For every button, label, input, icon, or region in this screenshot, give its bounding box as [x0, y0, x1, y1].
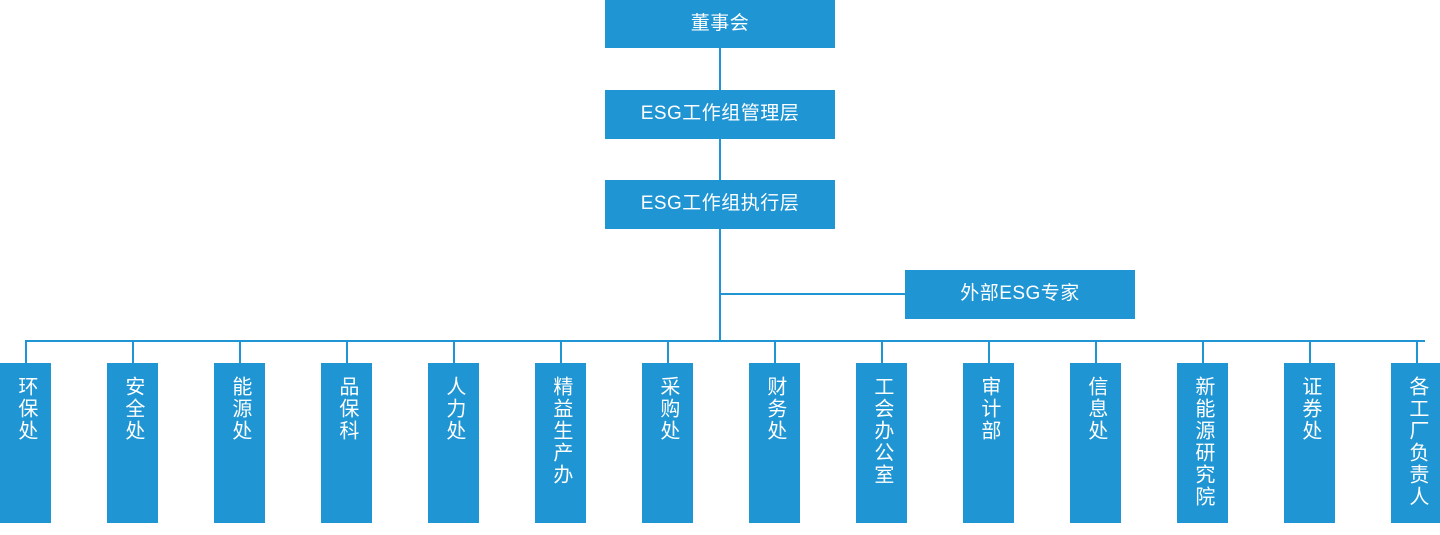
node-lean-production-label: 精益生产办 — [549, 376, 572, 486]
node-information[interactable]: 信息处 — [1070, 363, 1121, 523]
node-quality-assurance[interactable]: 品保科 — [321, 363, 372, 523]
node-new-energy-institute-label: 新能源研究院 — [1191, 376, 1214, 508]
connector-stub-human-resources — [453, 340, 455, 363]
connector-stub-information — [1095, 340, 1097, 363]
node-new-energy-institute[interactable]: 新能源研究院 — [1177, 363, 1228, 523]
node-securities[interactable]: 证券处 — [1284, 363, 1335, 523]
connector-stub-audit — [988, 340, 990, 363]
node-esg-management[interactable]: ESG工作组管理层 — [605, 90, 835, 139]
connector-stub-safety — [132, 340, 134, 363]
connector-management-to-execution — [719, 139, 721, 180]
node-procurement-label: 采购处 — [656, 376, 679, 442]
node-factory-heads-label: 各工厂负责人 — [1405, 376, 1428, 508]
node-energy-label: 能源处 — [228, 376, 251, 442]
node-finance-label: 财务处 — [763, 376, 786, 442]
node-esg-execution-label: ESG工作组执行层 — [640, 193, 800, 215]
node-env-protection-label: 环保处 — [14, 376, 37, 442]
node-union-office-label: 工会办公室 — [870, 376, 893, 486]
connector-stub-finance — [774, 340, 776, 363]
connector-stub-lean-production — [560, 340, 562, 363]
node-union-office[interactable]: 工会办公室 — [856, 363, 907, 523]
connector-stub-energy — [239, 340, 241, 363]
connector-stub-union-office — [881, 340, 883, 363]
node-board[interactable]: 董事会 — [605, 0, 835, 48]
connector-board-to-management — [719, 48, 721, 90]
node-audit[interactable]: 审计部 — [963, 363, 1014, 523]
connector-trunk-main — [719, 229, 721, 341]
node-env-protection[interactable]: 环保处 — [0, 363, 51, 523]
node-lean-production[interactable]: 精益生产办 — [535, 363, 586, 523]
node-safety-label: 安全处 — [121, 376, 144, 442]
node-external-esg-expert-label: 外部ESG专家 — [960, 283, 1080, 305]
node-audit-label: 审计部 — [977, 376, 1000, 442]
node-board-label: 董事会 — [690, 12, 750, 34]
connector-stub-procurement — [667, 340, 669, 363]
node-energy[interactable]: 能源处 — [214, 363, 265, 523]
connector-stub-factory-heads — [1416, 340, 1418, 363]
node-finance[interactable]: 财务处 — [749, 363, 800, 523]
node-information-label: 信息处 — [1084, 376, 1107, 442]
connector-stub-quality-assurance — [346, 340, 348, 363]
connector-trunk-to-advisor — [719, 293, 906, 295]
node-securities-label: 证券处 — [1298, 376, 1321, 442]
node-factory-heads[interactable]: 各工厂负责人 — [1391, 363, 1440, 523]
node-human-resources-label: 人力处 — [442, 376, 465, 442]
node-safety[interactable]: 安全处 — [107, 363, 158, 523]
node-esg-management-label: ESG工作组管理层 — [640, 103, 800, 125]
connector-stub-securities — [1309, 340, 1311, 363]
node-human-resources[interactable]: 人力处 — [428, 363, 479, 523]
node-esg-execution[interactable]: ESG工作组执行层 — [605, 180, 835, 229]
node-external-esg-expert[interactable]: 外部ESG专家 — [905, 270, 1135, 319]
connector-department-bus — [25, 340, 1425, 342]
connector-stub-env-protection — [25, 340, 27, 363]
connector-stub-new-energy-institute — [1202, 340, 1204, 363]
node-quality-assurance-label: 品保科 — [335, 376, 358, 442]
node-procurement[interactable]: 采购处 — [642, 363, 693, 523]
